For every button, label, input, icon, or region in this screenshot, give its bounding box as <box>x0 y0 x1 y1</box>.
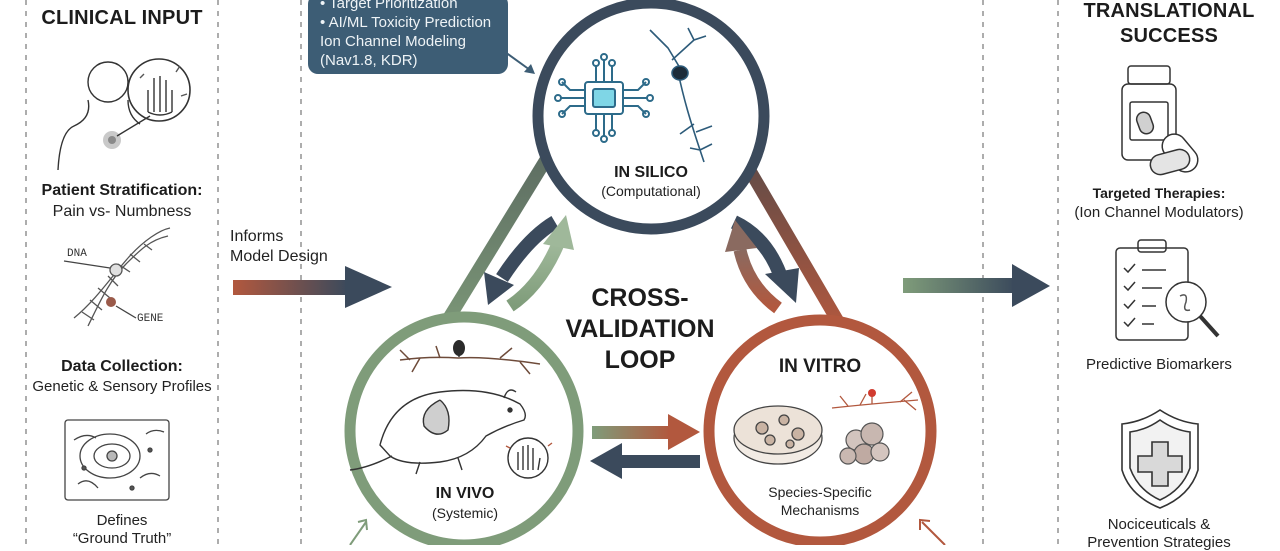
dna-helix-icon <box>63 227 171 327</box>
hand-magnified-icon <box>505 437 553 479</box>
callout-item-3: Ion Channel Modeling <box>320 33 466 50</box>
in-silico-subtitle: (Computational) <box>601 183 701 199</box>
loop-title-line2: VALIDATION <box>565 315 715 343</box>
arrow-vitro-to-vivo <box>590 443 700 479</box>
medicine-bottle-icon <box>1121 65 1199 176</box>
gene-tag: GENE <box>137 313 164 325</box>
dna-tag: DNA <box>67 248 87 260</box>
arrow-vitro-to-silico <box>725 220 782 314</box>
stratification-detail: Pain vs- Numbness <box>52 203 192 220</box>
in-vivo-circle <box>344 311 584 545</box>
translation-arrow <box>903 264 1050 307</box>
bottom-arrow-left <box>349 518 368 545</box>
therapies-detail: (Ion Channel Modulators) <box>1074 204 1244 221</box>
arrow-vivo-to-vitro <box>592 414 700 450</box>
neuron-branch-icon <box>399 340 541 375</box>
tissue-micrograph-icon <box>64 419 170 501</box>
mouse-icon <box>349 389 527 475</box>
collection-label: Data Collection: <box>61 358 183 375</box>
callout-pointer <box>504 51 535 74</box>
informs-line2: Model Design <box>230 248 328 265</box>
ai-chip-icon <box>554 53 654 143</box>
in-vivo-title: IN VIVO <box>435 485 495 502</box>
loop-title-line1: CROSS- <box>591 284 689 312</box>
stratification-label: Patient Stratification: <box>41 182 203 199</box>
nerve-fiber-icon <box>831 389 919 411</box>
defines-line2: “Ground Truth” <box>72 530 172 547</box>
arrow-vivo-to-silico <box>506 215 574 312</box>
arrow-silico-to-vitro <box>730 215 799 303</box>
loop-title-line3: LOOP <box>604 346 676 374</box>
callout-item-2: • AI/ML Toxicity Prediction <box>320 14 492 31</box>
nociceuticals-line1: Nociceuticals & <box>1107 516 1211 533</box>
neuron-icon <box>649 27 713 163</box>
informs-arrow <box>233 266 392 308</box>
shield-cross-icon <box>1121 409 1199 509</box>
silico-methods-callout: • Target Prioritization • AI/ML Toxicity… <box>308 0 508 74</box>
patient-pain-icon <box>57 58 191 171</box>
nociceuticals-line2: Prevention Strategies <box>1087 534 1231 551</box>
translational-title-line1: TRANSLATIONAL <box>1083 0 1255 22</box>
in-vitro-title: IN VITRO <box>778 356 862 377</box>
therapies-label: Targeted Therapies: <box>1092 185 1226 201</box>
biomarkers-label: Predictive Biomarkers <box>1086 356 1232 373</box>
in-silico-title: IN SILICO <box>614 164 688 181</box>
organoid-icon <box>839 422 890 465</box>
in-vitro-subtitle-line2: Mechanisms <box>780 502 860 518</box>
callout-item-4: (Nav1.8, KDR) <box>320 52 418 69</box>
defines-line1: Defines <box>96 512 148 529</box>
translational-title-line2: SUCCESS <box>1119 25 1219 47</box>
cross-validation-title: CROSS- VALIDATION LOOP <box>555 283 725 376</box>
petri-dish-icon <box>733 405 823 465</box>
in-vivo-subtitle: (Systemic) <box>431 505 499 521</box>
arrow-silico-to-vivo <box>484 215 559 305</box>
in-vitro-subtitle-line1: Species-Specific <box>768 484 872 500</box>
collection-detail: Genetic & Sensory Profiles <box>32 378 212 395</box>
clinical-input-title: CLINICAL INPUT <box>41 7 203 29</box>
bottom-arrow-right <box>919 518 946 545</box>
callout-item-1: • Target Prioritization <box>320 0 458 12</box>
informs-line1: Informs <box>230 228 284 245</box>
clipboard-magnifier-icon <box>1115 239 1220 341</box>
column-dividers <box>25 0 1059 545</box>
